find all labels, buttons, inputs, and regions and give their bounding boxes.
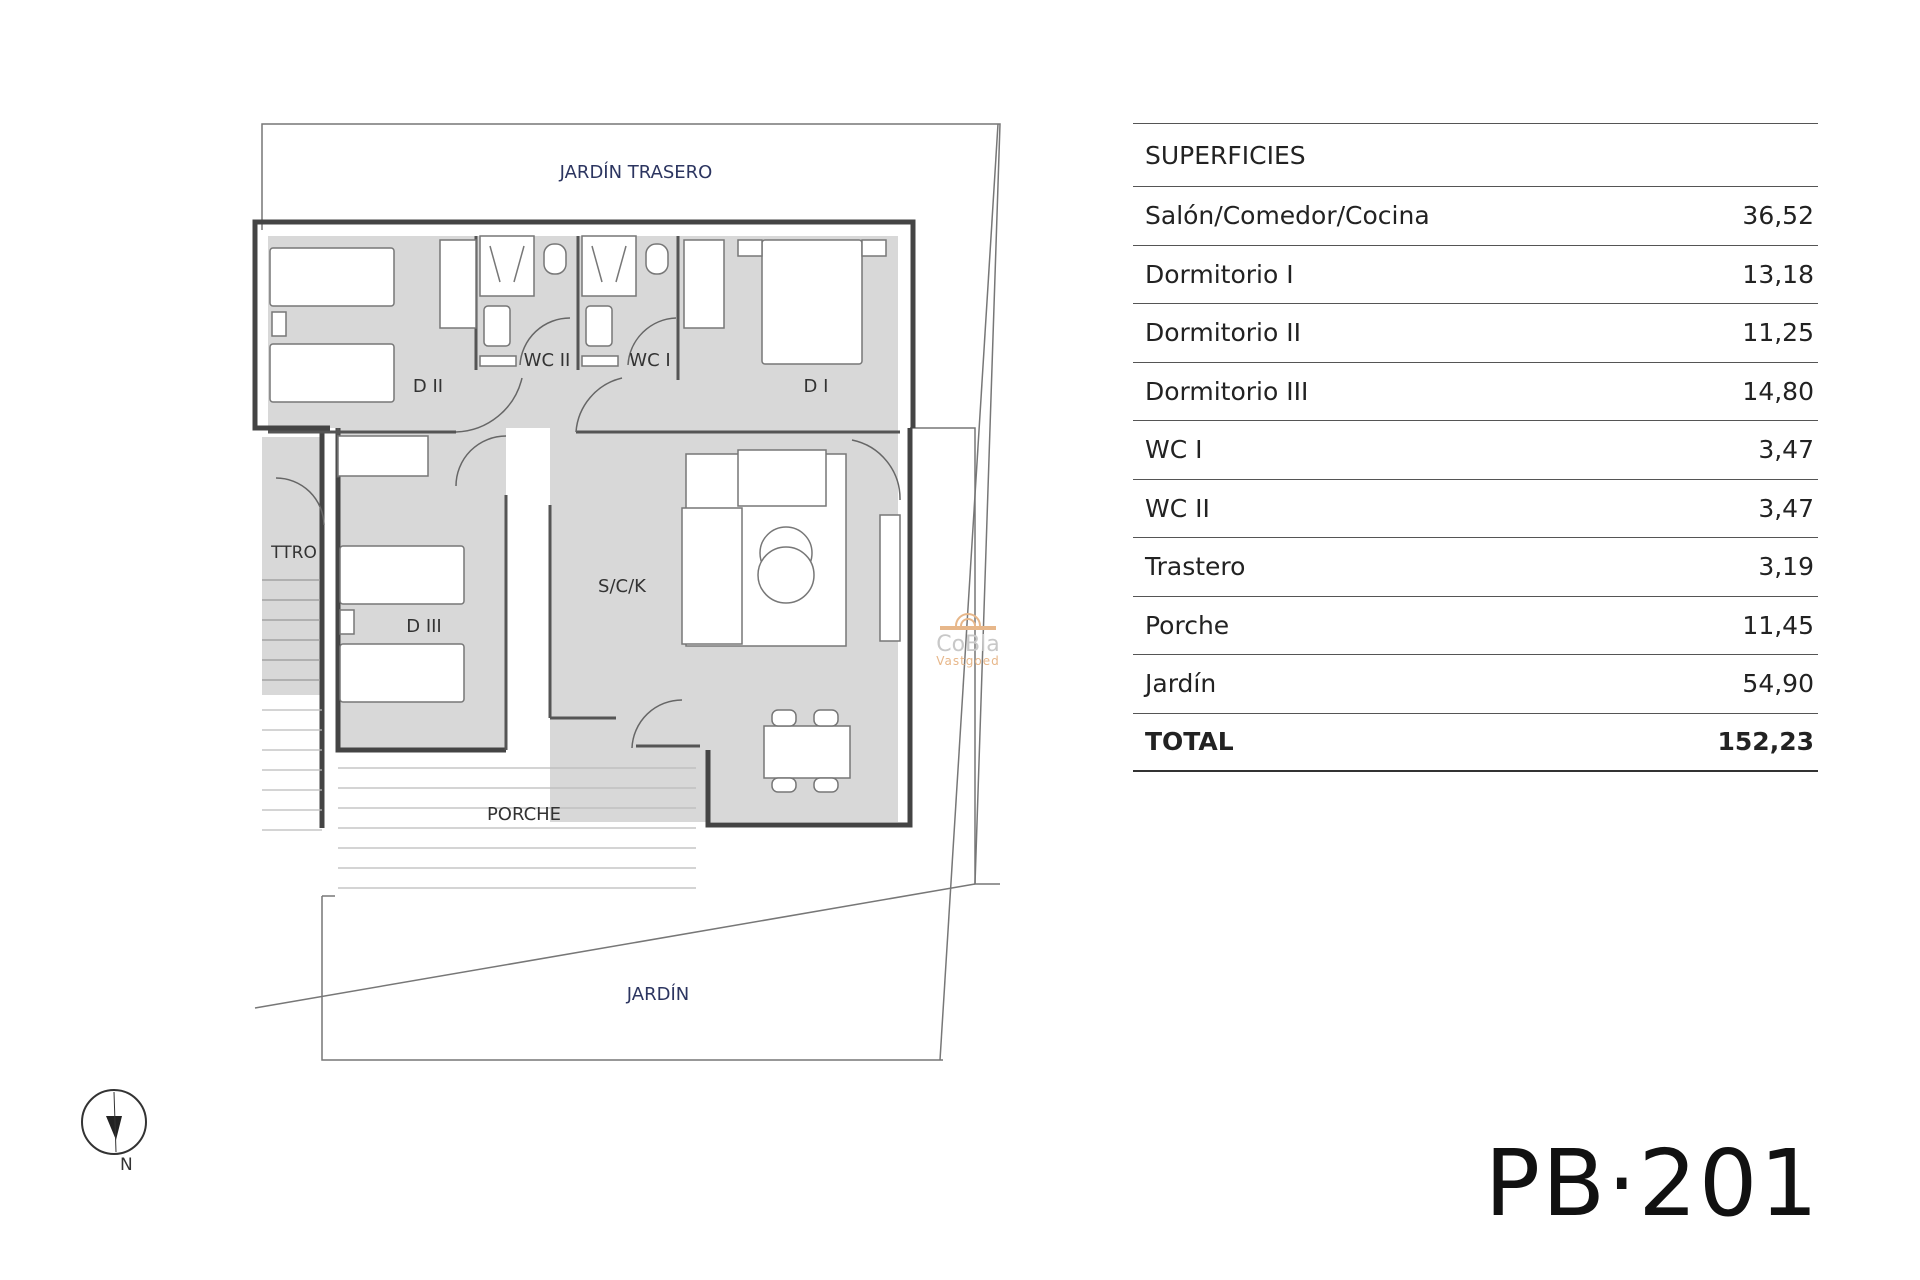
label-d1: D I [804, 376, 829, 397]
floor-plan: JARDÍN TRASERO D II WC II WC I D I TTRO … [252, 123, 1001, 1061]
area-row: Dormitorio III 14,80 [1133, 363, 1818, 421]
total-label: TOTAL [1145, 727, 1234, 757]
watermark-logo: CoBla Vastgoed [928, 612, 1008, 668]
area-value: 14,80 [1742, 376, 1814, 406]
area-row: Dormitorio I 13,18 [1133, 246, 1818, 304]
watermark-sub: Vastgoed [936, 654, 1000, 668]
wifi-arcs-icon [940, 613, 996, 630]
area-value: 54,90 [1742, 669, 1814, 699]
area-row: Jardín 54,90 [1133, 655, 1818, 714]
total-value: 152,23 [1717, 727, 1814, 757]
area-name: WC I [1145, 435, 1203, 465]
area-row: Salón/Comedor/Cocina 36,52 [1133, 187, 1818, 246]
porch-decking [262, 709, 696, 889]
area-value: 3,19 [1758, 552, 1814, 582]
area-row: WC I 3,47 [1133, 421, 1818, 480]
area-row: Porche 11,45 [1133, 597, 1818, 655]
label-wc1: WC I [629, 350, 670, 371]
walls [252, 219, 916, 828]
door-swings [275, 317, 901, 749]
area-name: Trastero [1145, 552, 1246, 582]
total-row: TOTAL 152,23 [1133, 714, 1818, 772]
area-row: Dormitorio II 11,25 [1133, 304, 1818, 363]
area-value: 11,45 [1742, 610, 1814, 640]
area-value: 11,25 [1742, 318, 1814, 348]
area-name: Dormitorio III [1145, 376, 1309, 406]
label-d2: D II [413, 376, 443, 397]
site-boundary [254, 123, 1001, 1061]
area-name: Dormitorio II [1145, 318, 1301, 348]
label-jardin-trasero: JARDÍN TRASERO [559, 161, 713, 183]
storage-stairs [262, 579, 320, 681]
north-arrow-icon: N [78, 1088, 158, 1182]
bed-furniture [269, 239, 887, 703]
label-jardin: JARDÍN [626, 983, 689, 1005]
label-d3: D III [406, 616, 442, 637]
area-row: Trastero 3,19 [1133, 538, 1818, 597]
label-wc2: WC II [524, 350, 571, 371]
unit-id: PB·201 [1484, 1130, 1820, 1237]
area-value: 3,47 [1758, 493, 1814, 523]
watermark-brand: CoBla [936, 632, 1000, 657]
area-value: 36,52 [1742, 201, 1814, 231]
area-name: Jardín [1145, 669, 1217, 699]
area-row: WC II 3,47 [1133, 480, 1818, 538]
label-ttro: TTRO [270, 543, 317, 563]
area-value: 3,47 [1758, 435, 1814, 465]
bathroom-fixtures [479, 235, 669, 367]
area-name: WC II [1145, 493, 1210, 523]
label-sck: S/C/K [598, 576, 647, 597]
area-name: Porche [1145, 610, 1230, 640]
area-name: Salón/Comedor/Cocina [1145, 201, 1430, 231]
label-porche: PORCHE [487, 804, 561, 825]
compass-label: N [120, 1155, 133, 1175]
living-furniture [681, 449, 901, 793]
areas-heading: SUPERFICIES [1133, 124, 1818, 187]
area-value: 13,18 [1742, 259, 1814, 289]
area-name: Dormitorio I [1145, 259, 1294, 289]
